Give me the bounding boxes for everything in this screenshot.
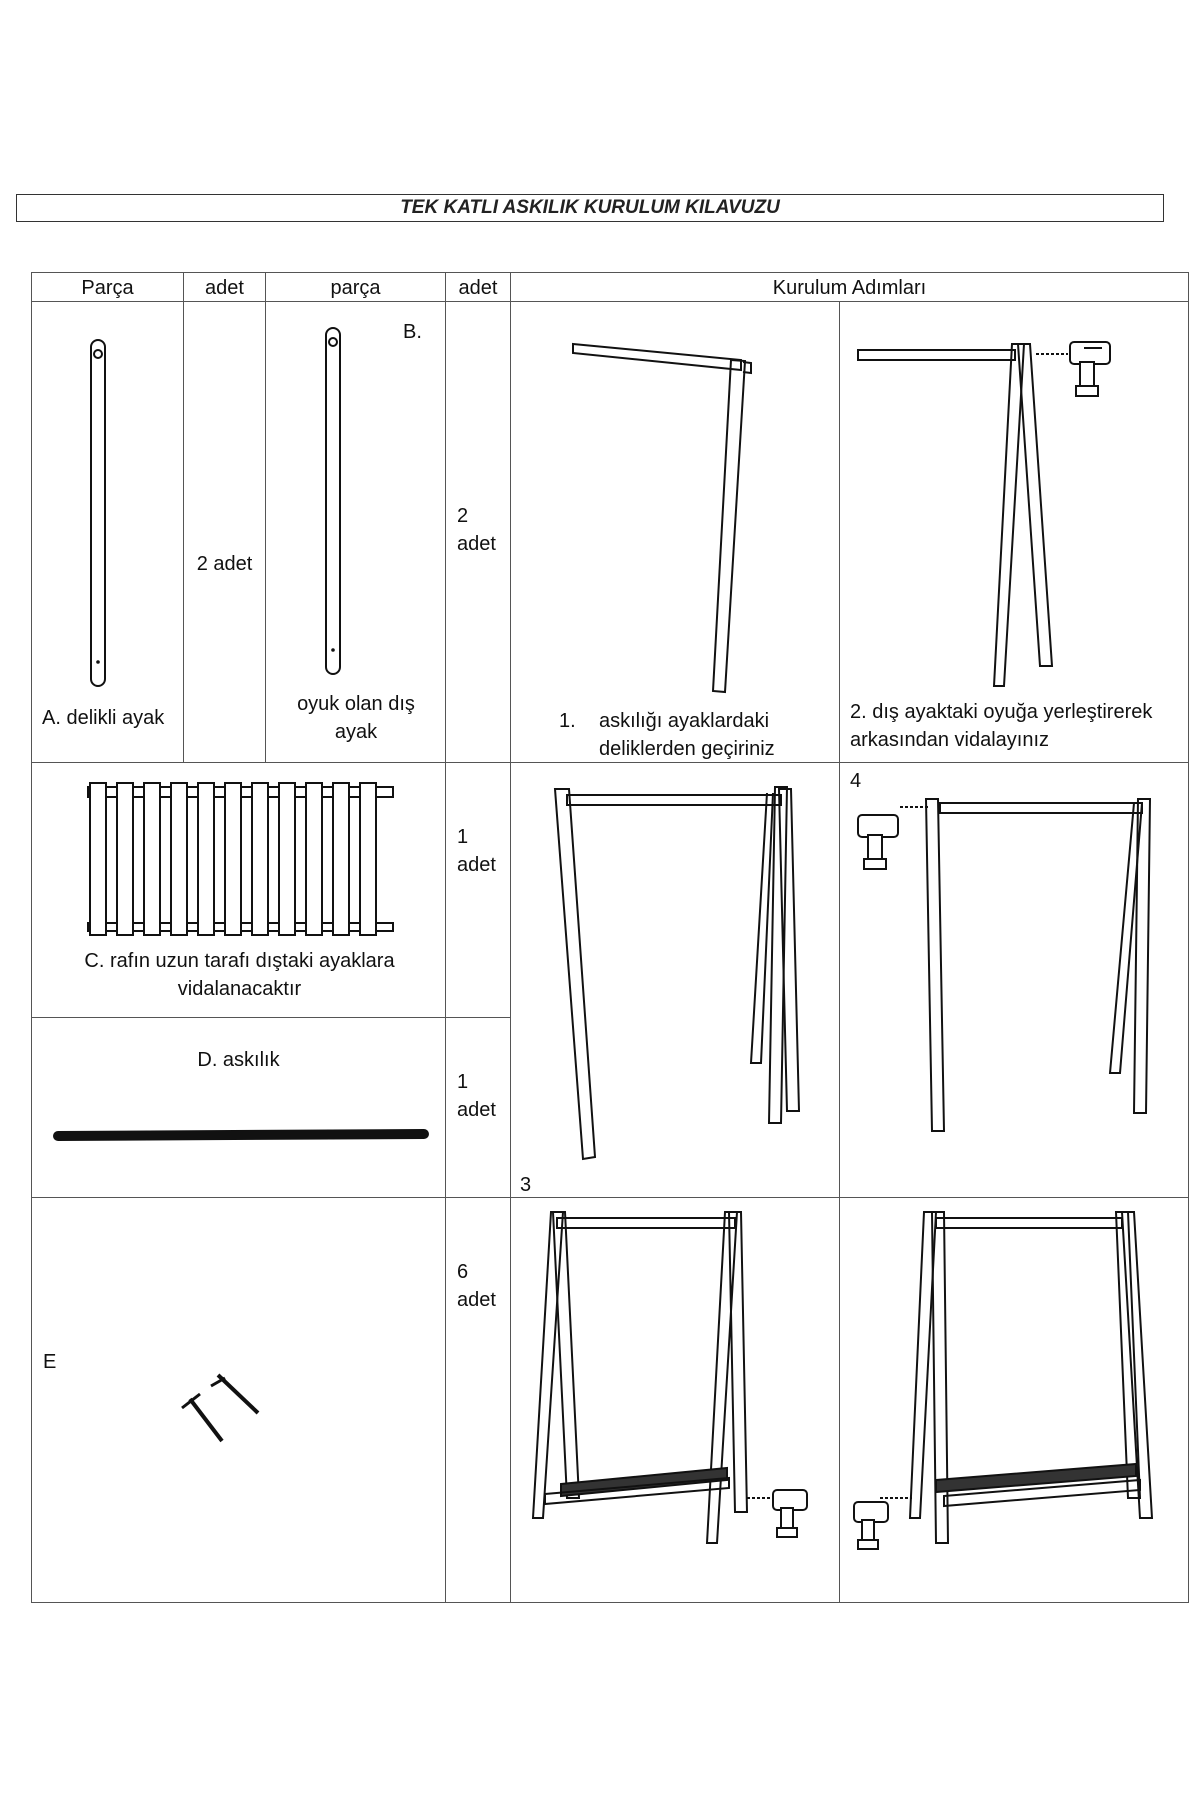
step-2-cell: 2. dış ayaktaki oyuğa yerleştirerek arka… bbox=[839, 301, 1189, 763]
step-5-cell bbox=[510, 1197, 840, 1603]
part-b-qty-cell: 2 adet bbox=[445, 301, 511, 763]
shelf-slat bbox=[170, 782, 188, 936]
step-1-drawing bbox=[572, 342, 752, 694]
part-a-label: A. delikli ayak bbox=[42, 707, 165, 729]
shelf-drawing bbox=[87, 782, 394, 936]
step-6-cell bbox=[839, 1197, 1189, 1603]
part-e-cell: E bbox=[31, 1197, 446, 1603]
header-part-2: parça bbox=[265, 272, 446, 302]
part-c-label: C. rafın uzun tarafı dıştaki ayaklara vi… bbox=[84, 950, 395, 1000]
part-b-qty-unit: adet bbox=[457, 533, 496, 555]
drill-icon bbox=[853, 1501, 889, 1550]
step-5-drawing bbox=[531, 1211, 808, 1544]
step-4-drawing bbox=[857, 798, 1152, 1132]
step-4-cell: 4 bbox=[839, 762, 1189, 1198]
part-a-qty: 2 adet bbox=[196, 553, 253, 575]
page-title: TEK KATLI ASKILIK KURULUM KILAVUZU bbox=[16, 194, 1164, 222]
screws-icon bbox=[181, 1373, 260, 1443]
shelf-slat bbox=[197, 782, 215, 936]
part-b-letter: B. bbox=[403, 321, 422, 343]
drill-icon bbox=[857, 814, 899, 870]
part-c-qty-unit: adet bbox=[457, 854, 496, 876]
header-part-1: Parça bbox=[31, 272, 184, 302]
part-d-qty-unit: adet bbox=[457, 1099, 496, 1121]
step-1-cell: 1. askılığı ayaklardaki deliklerden geçi… bbox=[510, 301, 840, 763]
header-steps: Kurulum Adımları bbox=[510, 272, 1189, 302]
shelf-slat bbox=[89, 782, 107, 936]
part-d-cell: D. askılık bbox=[31, 1017, 446, 1198]
shelf-slat bbox=[305, 782, 323, 936]
step-3-cell: 3 bbox=[510, 762, 840, 1198]
leg-a-drawing bbox=[90, 339, 106, 687]
part-c-qty-cell: 1 adet bbox=[445, 762, 511, 1018]
step-2-drawing bbox=[857, 341, 1111, 687]
leg-b-drawing bbox=[325, 327, 341, 675]
step-6-drawing bbox=[853, 1211, 1154, 1550]
shelf-slat bbox=[332, 782, 350, 936]
part-e-qty-num: 6 bbox=[457, 1261, 469, 1283]
hanger-bar-drawing bbox=[53, 1129, 429, 1141]
part-d-label: D. askılık bbox=[197, 1049, 280, 1071]
step-2-text: 2. dış ayaktaki oyuğa yerleştirerek arka… bbox=[850, 701, 1153, 751]
step-3-num: 3 bbox=[520, 1174, 532, 1196]
shelf-slat bbox=[116, 782, 134, 936]
shelf-slat bbox=[224, 782, 242, 936]
part-d-qty-num: 1 bbox=[457, 1071, 469, 1093]
part-d-qty-cell: 1 adet bbox=[445, 1017, 511, 1198]
step-4-num: 4 bbox=[850, 770, 862, 792]
part-e-letter: E bbox=[43, 1351, 57, 1373]
part-b-cell: B. oyuk olan dış ayak bbox=[265, 301, 446, 763]
assembly-table: Parça adet parça adet Kurulum Adımları A… bbox=[31, 272, 1189, 1603]
step-3-drawing bbox=[553, 786, 801, 1161]
part-e-qty-unit: adet bbox=[457, 1289, 496, 1311]
step-1-num: 1. bbox=[559, 710, 576, 732]
shelf-slat bbox=[278, 782, 296, 936]
drill-icon bbox=[1069, 341, 1111, 397]
part-c-qty-num: 1 bbox=[457, 826, 469, 848]
shelf-slat bbox=[359, 782, 377, 936]
part-e-qty-cell: 6 adet bbox=[445, 1197, 511, 1603]
part-b-label: oyuk olan dış ayak bbox=[297, 693, 415, 743]
drill-icon bbox=[772, 1489, 808, 1538]
part-a-cell: A. delikli ayak bbox=[31, 301, 184, 763]
header-qty-2: adet bbox=[445, 272, 511, 302]
part-b-qty-num: 2 bbox=[457, 505, 469, 527]
header-qty-1: adet bbox=[183, 272, 266, 302]
part-a-qty-cell: 2 adet bbox=[183, 301, 266, 763]
step-1-text: askılığı ayaklardaki deliklerden geçirin… bbox=[599, 710, 775, 760]
part-c-cell: C. rafın uzun tarafı dıştaki ayaklara vi… bbox=[31, 762, 446, 1018]
shelf-slat bbox=[251, 782, 269, 936]
shelf-slat bbox=[143, 782, 161, 936]
